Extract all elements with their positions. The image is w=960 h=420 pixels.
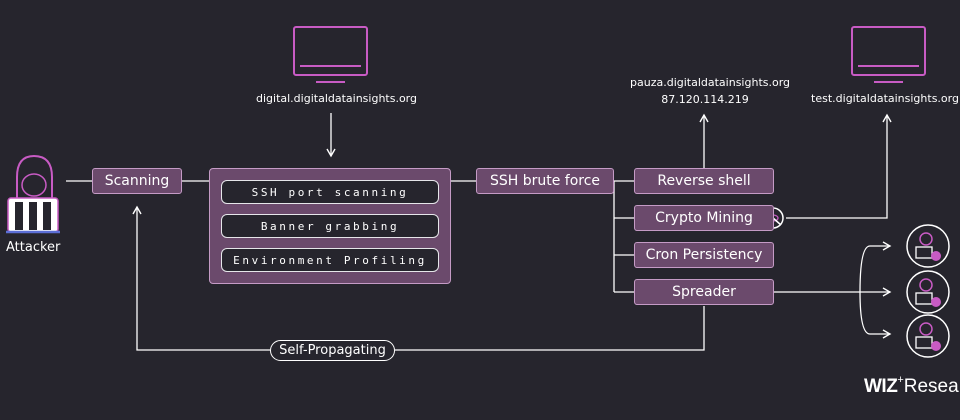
reverse-shell-ip-label: 87.120.114.219 [661, 93, 749, 106]
self-propagating-label: Self-Propagating [270, 340, 395, 361]
monitor-icon [851, 26, 926, 83]
logo-plus: + [897, 374, 904, 386]
self-propagation-line-left [132, 205, 270, 351]
self-propagation-line-right [395, 306, 705, 351]
mining-server-label: test.digitaldatainsights.org [811, 92, 959, 105]
hacker-icon [6, 154, 60, 234]
payload-spreader: Spreader [634, 279, 774, 305]
payload-cron-persistency: Cron Persistency [634, 242, 774, 268]
scanning-node: Scanning [92, 168, 182, 194]
payload-reverse-shell: Reverse shell [634, 168, 774, 194]
spread-arrow-top [859, 241, 892, 293]
reverse-shell-domain-label: pauza.digitaldatainsights.org [630, 76, 791, 89]
logo-brand: WIZ [864, 376, 898, 397]
infected-host-icon [906, 314, 950, 358]
wiz-research-logo: WIZ+Resea [864, 374, 959, 398]
mining-arrow [786, 113, 892, 219]
payload-crypto-mining: Crypto Mining [634, 205, 774, 231]
logo-suffix: Resea [903, 376, 959, 397]
scan-step: Banner grabbing [221, 214, 439, 238]
scan-step: SSH port scanning [221, 180, 439, 204]
attacker-label: Attacker [6, 240, 61, 255]
spread-arrow-bottom [859, 291, 892, 339]
infected-host-icon [906, 224, 950, 268]
ssh-brute-force-node: SSH brute force [476, 168, 614, 194]
scan-server-label: digital.digitaldatainsights.org [256, 92, 417, 105]
infected-host-icon [906, 270, 950, 314]
scan-step: Environment Profiling [221, 248, 439, 272]
connections [66, 113, 892, 351]
monitor-icon [293, 26, 368, 83]
